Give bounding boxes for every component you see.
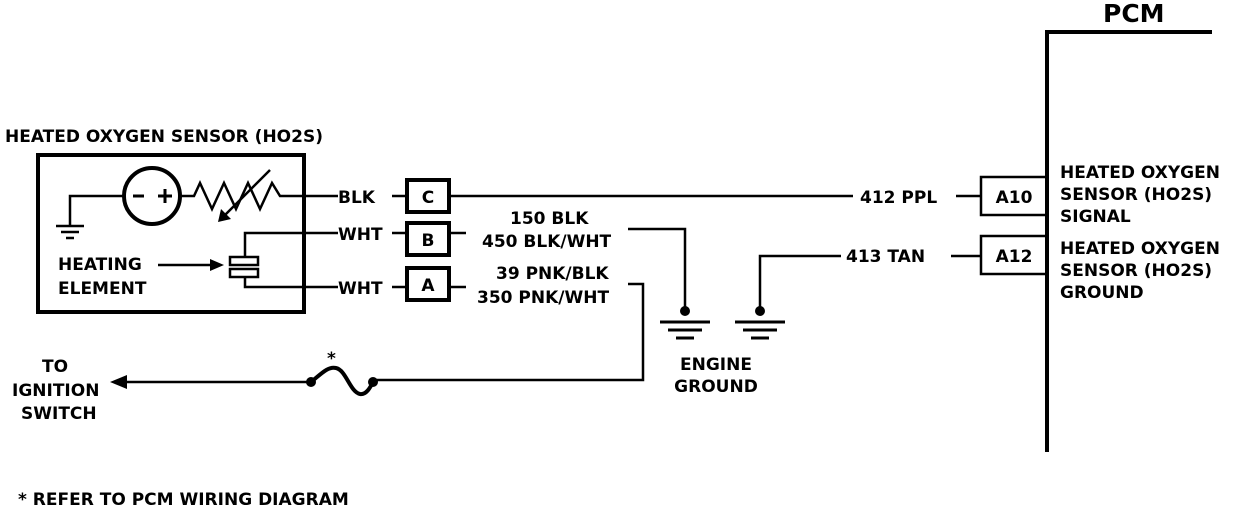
pcm-signal-label-1: HEATED OXYGEN bbox=[1060, 163, 1220, 183]
sensor-resistor-icon bbox=[180, 180, 338, 212]
pcm-block: PCM A10 A12 HEATED OXYGEN SENSOR (HO2S) … bbox=[979, 0, 1220, 452]
ignition-label-1: TO bbox=[42, 357, 68, 377]
connector-pin-b-box bbox=[405, 221, 451, 257]
ground-icon-2 bbox=[735, 320, 785, 340]
wire-150-450 bbox=[449, 227, 687, 309]
wire-450-label: 450 BLK/WHT bbox=[482, 232, 612, 252]
wire-412-label: 412 PPL bbox=[860, 188, 937, 208]
engine-ground-label-1: ENGINE bbox=[680, 355, 752, 375]
ignition-arrowhead bbox=[110, 375, 127, 389]
sensor-resistor-arrow bbox=[219, 169, 271, 221]
sensor-cell-polarity bbox=[133, 189, 172, 203]
ground-icon-1 bbox=[660, 320, 710, 340]
sensor-heater-plate-2 bbox=[228, 267, 260, 279]
sensor-resistor-arrowhead bbox=[218, 209, 231, 222]
wire-wht-upper-label: WHT bbox=[338, 225, 383, 245]
ho2s-sensor: HEATED OXYGEN SENSOR (HO2S) HEATING ELEM… bbox=[5, 127, 338, 314]
wire-39-350 bbox=[373, 282, 645, 382]
engine-ground-label-2: GROUND bbox=[674, 377, 758, 397]
wire-413-label: 413 TAN bbox=[846, 247, 925, 267]
pcm-pin-a12: A12 bbox=[996, 247, 1033, 267]
heating-element-label-1: HEATING bbox=[58, 255, 142, 275]
pcm-ground-label-3: GROUND bbox=[1060, 283, 1144, 303]
circuit-wires: 412 PPL 413 TAN 150 BLK 450 BLK/WHT 39 P… bbox=[12, 188, 981, 424]
engine-ground: ENGINE GROUND bbox=[660, 306, 785, 397]
pcm-ground-label-1: HEATED OXYGEN bbox=[1060, 239, 1220, 259]
footnote: * REFER TO PCM WIRING DIAGRAM bbox=[18, 490, 349, 510]
fuse-icon bbox=[309, 365, 375, 397]
sensor-ground-icon bbox=[56, 224, 84, 240]
sensor-heater-plate-1 bbox=[228, 255, 260, 267]
sensor-title: HEATED OXYGEN SENSOR (HO2S) bbox=[5, 127, 323, 147]
connector-pin-b: B bbox=[422, 231, 435, 251]
sensor-connector: BLK WHT WHT C B A bbox=[338, 178, 451, 302]
pcm-title: PCM bbox=[1103, 0, 1165, 28]
heating-element-label-2: ELEMENT bbox=[58, 279, 147, 299]
connector-pin-a: A bbox=[421, 276, 435, 296]
ground-junction-1 bbox=[680, 306, 690, 316]
ignition-label-2: IGNITION bbox=[12, 381, 99, 401]
connector-pin-a-box bbox=[405, 266, 451, 302]
connector-pin-c: C bbox=[422, 188, 434, 208]
connector-pigtails bbox=[392, 194, 407, 289]
pcm-pin-a10: A10 bbox=[996, 188, 1033, 208]
pcm-ground-label-2: SENSOR (HO2S) bbox=[1060, 261, 1212, 281]
ground-junction-2 bbox=[755, 306, 765, 316]
pcm-signal-label-2: SENSOR (HO2S) bbox=[1060, 185, 1212, 205]
wire-39-label: 39 PNK/BLK bbox=[496, 264, 609, 284]
wire-wht-lower-label: WHT bbox=[338, 279, 383, 299]
pcm-outline bbox=[1045, 30, 1212, 452]
sensor-heater-wires bbox=[243, 231, 338, 289]
wire-350-label: 350 PNK/WHT bbox=[477, 288, 609, 308]
wire-blk-label: BLK bbox=[338, 188, 376, 208]
sensor-ground-wire bbox=[68, 194, 124, 226]
wire-413 bbox=[758, 254, 981, 309]
fuse-note-marker: * bbox=[327, 349, 336, 369]
heating-element-arrowhead bbox=[210, 259, 224, 271]
ignition-label-3: SWITCH bbox=[21, 404, 97, 424]
wire-150-label: 150 BLK bbox=[510, 209, 589, 229]
pcm-signal-label-3: SIGNAL bbox=[1060, 207, 1131, 227]
